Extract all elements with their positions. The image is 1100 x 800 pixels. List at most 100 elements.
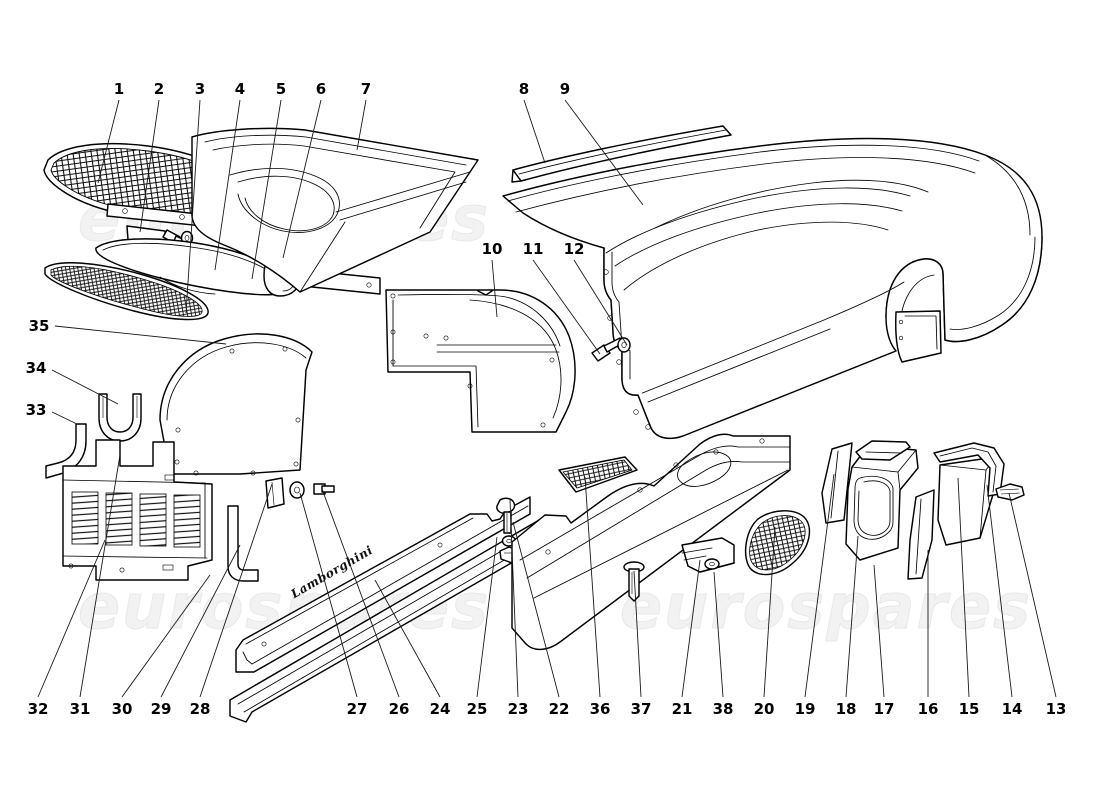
callout-number-30[interactable]: 30 bbox=[111, 700, 133, 718]
part-body-side-panel bbox=[502, 137, 1043, 440]
leader-line-11 bbox=[532, 259, 601, 355]
part-duct-wall-19 bbox=[821, 442, 853, 524]
part-inner-sill-rail bbox=[229, 515, 561, 723]
leader-line-19 bbox=[804, 473, 835, 698]
callout-number-12[interactable]: 12 bbox=[563, 240, 585, 258]
callout-number-27[interactable]: 27 bbox=[346, 700, 368, 718]
leader-line-21 bbox=[681, 559, 701, 698]
leader-line-32 bbox=[37, 539, 106, 698]
leader-line-26 bbox=[321, 488, 400, 698]
part-mesh-vent-20 bbox=[744, 510, 811, 576]
leader-line-35 bbox=[54, 325, 227, 345]
leader-line-8 bbox=[523, 99, 546, 164]
leader-line-5 bbox=[251, 99, 282, 280]
leader-line-17 bbox=[873, 564, 885, 698]
leader-line-18 bbox=[845, 535, 859, 698]
leader-line-14 bbox=[986, 484, 1013, 698]
callout-number-37[interactable]: 37 bbox=[630, 700, 652, 718]
callout-number-35[interactable]: 35 bbox=[28, 317, 50, 335]
callout-number-6[interactable]: 6 bbox=[315, 80, 327, 98]
callout-number-20[interactable]: 20 bbox=[753, 700, 775, 718]
leader-line-27 bbox=[299, 492, 358, 698]
part-side-intake-panel bbox=[191, 127, 479, 293]
callout-number-7[interactable]: 7 bbox=[360, 80, 372, 98]
leader-line-33 bbox=[51, 411, 78, 425]
leader-line-15 bbox=[957, 477, 970, 698]
leader-line-12 bbox=[573, 259, 628, 346]
part-nut-13 bbox=[995, 483, 1025, 501]
leader-line-6 bbox=[282, 99, 322, 259]
part-roof-rail-trim bbox=[511, 125, 732, 183]
callout-number-32[interactable]: 32 bbox=[27, 700, 49, 718]
callout-number-36[interactable]: 36 bbox=[589, 700, 611, 718]
part-sill-plate bbox=[235, 496, 531, 673]
callout-number-4[interactable]: 4 bbox=[234, 80, 246, 98]
callout-number-10[interactable]: 10 bbox=[481, 240, 503, 258]
callout-number-21[interactable]: 21 bbox=[671, 700, 693, 718]
part-liner-washer bbox=[617, 337, 631, 353]
callout-number-3[interactable]: 3 bbox=[194, 80, 206, 98]
leader-line-7 bbox=[356, 99, 367, 151]
leader-line-4 bbox=[214, 99, 241, 271]
callout-number-17[interactable]: 17 bbox=[873, 700, 895, 718]
callout-number-2[interactable]: 2 bbox=[153, 80, 165, 98]
leader-line-22 bbox=[512, 521, 560, 698]
part-air-box-18 bbox=[845, 445, 919, 561]
leader-line-3 bbox=[185, 99, 201, 314]
leader-line-36 bbox=[584, 476, 601, 698]
part-lower-mesh-grille bbox=[44, 262, 209, 321]
leader-line-37 bbox=[633, 570, 642, 698]
part-seal-strip-16 bbox=[907, 489, 935, 580]
part-lip-trim-14 bbox=[933, 442, 1005, 497]
leader-line-1 bbox=[97, 99, 120, 184]
callout-number-13[interactable]: 13 bbox=[1045, 700, 1067, 718]
leader-line-31 bbox=[79, 454, 121, 698]
callout-number-25[interactable]: 25 bbox=[466, 700, 488, 718]
callout-number-26[interactable]: 26 bbox=[388, 700, 410, 718]
callout-number-5[interactable]: 5 bbox=[275, 80, 287, 98]
callout-number-9[interactable]: 9 bbox=[559, 80, 571, 98]
callout-number-19[interactable]: 19 bbox=[794, 700, 816, 718]
callout-number-18[interactable]: 18 bbox=[835, 700, 857, 718]
part-bolt-36 bbox=[623, 561, 645, 602]
callout-number-31[interactable]: 31 bbox=[69, 700, 91, 718]
leader-line-24 bbox=[374, 579, 441, 698]
leader-line-38 bbox=[713, 571, 724, 698]
callout-number-8[interactable]: 8 bbox=[518, 80, 530, 98]
part-louvered-undertray bbox=[62, 439, 213, 581]
leader-line-25 bbox=[476, 536, 498, 698]
part-rocker-moulding bbox=[511, 433, 791, 651]
leader-line-2 bbox=[139, 99, 160, 233]
callout-number-22[interactable]: 22 bbox=[548, 700, 570, 718]
leader-line-9 bbox=[564, 99, 644, 206]
leader-line-10 bbox=[491, 259, 498, 318]
callout-number-29[interactable]: 29 bbox=[150, 700, 172, 718]
callout-number-23[interactable]: 23 bbox=[507, 700, 529, 718]
callout-number-38[interactable]: 38 bbox=[712, 700, 734, 718]
part-wheel-arch-liner bbox=[385, 289, 576, 433]
callout-number-1[interactable]: 1 bbox=[113, 80, 125, 98]
callout-number-34[interactable]: 34 bbox=[25, 359, 47, 377]
leader-line-29 bbox=[160, 544, 241, 698]
part-step-mat bbox=[558, 456, 638, 493]
part-u-clip-34 bbox=[98, 393, 142, 442]
part-screw-28b bbox=[313, 483, 335, 495]
leader-line-20 bbox=[763, 526, 776, 698]
callout-number-11[interactable]: 11 bbox=[522, 240, 544, 258]
leader-line-28 bbox=[199, 483, 273, 698]
callout-number-14[interactable]: 14 bbox=[1001, 700, 1023, 718]
callout-number-33[interactable]: 33 bbox=[25, 401, 47, 419]
part-top-plate-17 bbox=[855, 440, 911, 461]
part-rear-arch-panel bbox=[159, 333, 313, 476]
callout-number-16[interactable]: 16 bbox=[917, 700, 939, 718]
part-j-bracket-30 bbox=[227, 505, 259, 582]
leader-line-34 bbox=[51, 369, 119, 405]
callout-number-28[interactable]: 28 bbox=[189, 700, 211, 718]
callout-number-24[interactable]: 24 bbox=[429, 700, 451, 718]
leader-line-30 bbox=[121, 574, 211, 698]
callout-number-15[interactable]: 15 bbox=[958, 700, 980, 718]
part-hook-clip-33 bbox=[45, 423, 87, 479]
